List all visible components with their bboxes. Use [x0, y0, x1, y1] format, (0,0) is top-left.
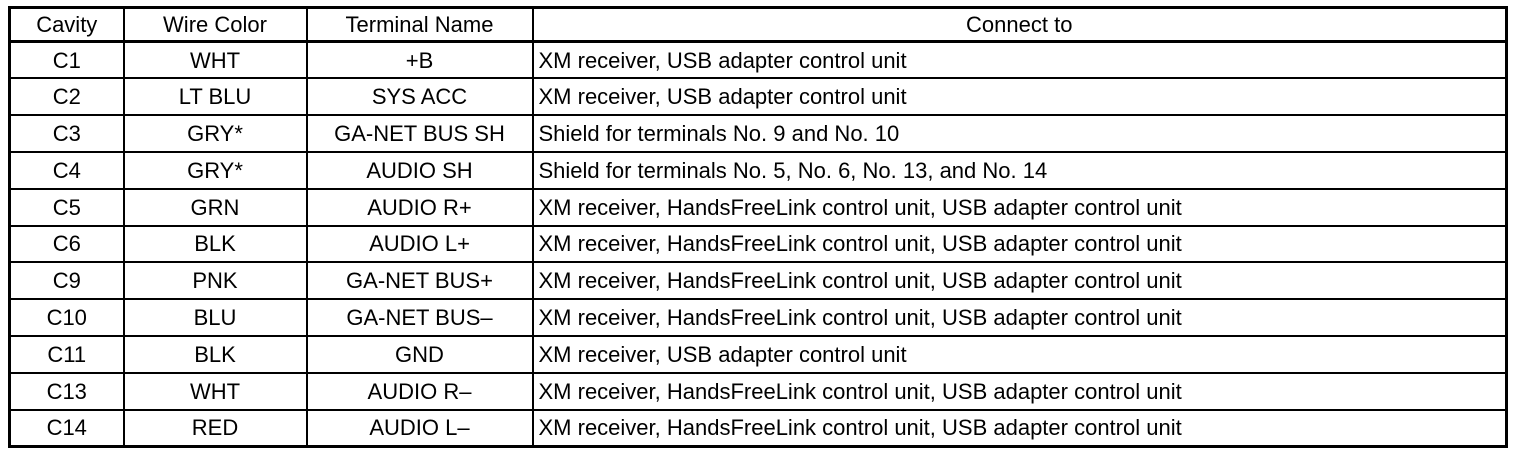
cell-wire-color: WHT: [122, 41, 308, 80]
cell-connect-to: XM receiver, HandsFreeLink control unit,…: [531, 408, 1507, 447]
table-row: C9 PNK GA-NET BUS+ XM receiver, HandsFre…: [9, 261, 1507, 301]
cell-wire-color: GRY*: [122, 150, 308, 190]
table-row: C10 BLU GA-NET BUS– XM receiver, HandsFr…: [9, 298, 1507, 337]
cell-terminal-name: AUDIO R–: [305, 371, 534, 411]
cell-cavity: C5: [9, 187, 125, 227]
cell-wire-color: BLK: [122, 335, 308, 374]
column-header-cavity: Cavity: [9, 6, 125, 43]
table-row: C6 BLK AUDIO L+ XM receiver, HandsFreeLi…: [9, 224, 1507, 264]
cell-connect-to: XM receiver, USB adapter control unit: [531, 77, 1507, 117]
cell-cavity: C9: [9, 261, 125, 301]
cell-connect-to: XM receiver, HandsFreeLink control unit,…: [531, 187, 1507, 227]
column-header-connect-to: Connect to: [531, 6, 1507, 43]
cell-connect-to: XM receiver, HandsFreeLink control unit,…: [531, 261, 1507, 301]
cell-cavity: C3: [9, 114, 125, 153]
cell-terminal-name: GA-NET BUS–: [305, 298, 534, 337]
cell-wire-color: BLU: [122, 298, 308, 337]
cell-terminal-name: GND: [305, 335, 534, 374]
table-row: C4 GRY* AUDIO SH Shield for terminals No…: [9, 150, 1507, 190]
cell-cavity: C2: [9, 77, 125, 117]
cell-terminal-name: +B: [305, 41, 534, 80]
cell-wire-color: PNK: [122, 261, 308, 301]
table-header: Cavity Wire Color Terminal Name Connect …: [9, 6, 1507, 43]
cell-wire-color: BLK: [122, 224, 308, 264]
cell-cavity: C14: [9, 408, 125, 447]
cell-wire-color: WHT: [122, 371, 308, 411]
wiring-table: Cavity Wire Color Terminal Name Connect …: [8, 6, 1508, 448]
cell-wire-color: RED: [122, 408, 308, 447]
table-row: C2 LT BLU SYS ACC XM receiver, USB adapt…: [9, 77, 1507, 117]
cell-cavity: C6: [9, 224, 125, 264]
cell-cavity: C11: [9, 335, 125, 374]
cell-terminal-name: AUDIO L+: [305, 224, 534, 264]
cell-connect-to: XM receiver, HandsFreeLink control unit,…: [531, 224, 1507, 264]
cell-cavity: C4: [9, 150, 125, 190]
cell-terminal-name: AUDIO SH: [305, 150, 534, 190]
cell-connect-to: Shield for terminals No. 5, No. 6, No. 1…: [531, 150, 1507, 190]
cell-terminal-name: SYS ACC: [305, 77, 534, 117]
cell-terminal-name: AUDIO R+: [305, 187, 534, 227]
cell-wire-color: GRY*: [122, 114, 308, 153]
cell-cavity: C1: [9, 41, 125, 80]
table-row: C13 WHT AUDIO R– XM receiver, HandsFreeL…: [9, 371, 1507, 411]
column-header-terminal-name: Terminal Name: [305, 6, 534, 43]
table-body: C1 WHT +B XM receiver, USB adapter contr…: [9, 41, 1507, 447]
table-row: C11 BLK GND XM receiver, USB adapter con…: [9, 335, 1507, 374]
cell-cavity: C10: [9, 298, 125, 337]
cell-connect-to: XM receiver, USB adapter control unit: [531, 335, 1507, 374]
table-row: C1 WHT +B XM receiver, USB adapter contr…: [9, 41, 1507, 80]
wiring-table-container: Cavity Wire Color Terminal Name Connect …: [8, 6, 1508, 448]
cell-terminal-name: GA-NET BUS+: [305, 261, 534, 301]
cell-terminal-name: GA-NET BUS SH: [305, 114, 534, 153]
cell-wire-color: GRN: [122, 187, 308, 227]
table-row: C3 GRY* GA-NET BUS SH Shield for termina…: [9, 114, 1507, 153]
cell-connect-to: Shield for terminals No. 9 and No. 10: [531, 114, 1507, 153]
cell-connect-to: XM receiver, HandsFreeLink control unit,…: [531, 371, 1507, 411]
column-header-wire-color: Wire Color: [122, 6, 308, 43]
cell-cavity: C13: [9, 371, 125, 411]
table-header-row: Cavity Wire Color Terminal Name Connect …: [9, 6, 1507, 43]
table-row: C14 RED AUDIO L– XM receiver, HandsFreeL…: [9, 408, 1507, 447]
cell-connect-to: XM receiver, USB adapter control unit: [531, 41, 1507, 80]
table-row: C5 GRN AUDIO R+ XM receiver, HandsFreeLi…: [9, 187, 1507, 227]
cell-terminal-name: AUDIO L–: [305, 408, 534, 447]
cell-wire-color: LT BLU: [122, 77, 308, 117]
cell-connect-to: XM receiver, HandsFreeLink control unit,…: [531, 298, 1507, 337]
